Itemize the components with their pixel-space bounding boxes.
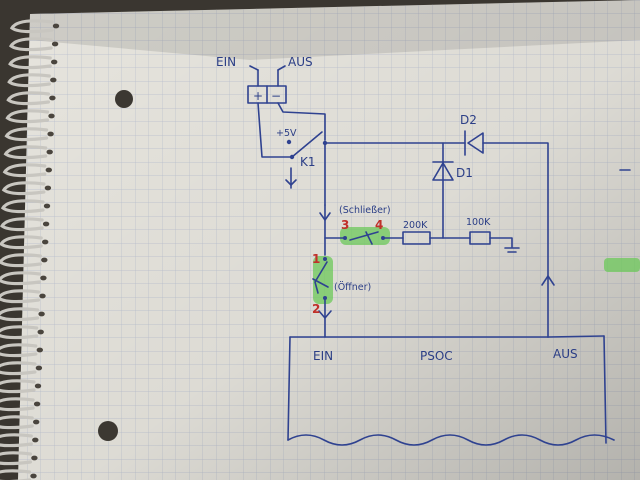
binding-hole: [38, 311, 45, 317]
label-aus-top: AUS: [288, 55, 313, 69]
binding-hole: [46, 149, 53, 155]
spiral-loop: [1, 181, 46, 196]
spiral-loop: [2, 163, 47, 178]
spiral-loop: [0, 199, 45, 214]
spiral-loop: [0, 379, 36, 394]
label-pin3: 3: [341, 218, 349, 232]
spiral-loop: [6, 91, 50, 106]
binding-hole: [40, 275, 47, 281]
spiral-loop: [0, 307, 40, 322]
label-pin2: 2: [312, 302, 320, 316]
spiral-loop: [8, 55, 52, 70]
label-d2: D2: [460, 113, 477, 127]
spiral-loop: [0, 343, 38, 358]
binding-hole: [44, 185, 52, 191]
spiral-loop: [0, 271, 41, 286]
binding-hole: [36, 347, 43, 353]
binding-hole: [52, 23, 60, 29]
binding-hole: [39, 293, 46, 299]
label-plus5v: +5V: [276, 128, 297, 139]
label-pin1: 1: [312, 252, 320, 266]
binding-hole: [48, 113, 55, 119]
spiral-loop: [0, 325, 39, 340]
spiral-loop: [0, 415, 34, 430]
spiral-loop: [0, 253, 42, 268]
binding-hole: [35, 365, 43, 371]
spiral-loop: [7, 73, 51, 88]
circuit-schematic: [247, 65, 631, 446]
spiral-loop: [0, 217, 44, 232]
binding-hole: [50, 77, 57, 83]
label-pin4: 4: [375, 218, 383, 232]
binding-hole: [33, 401, 41, 407]
spiral-loop: [5, 109, 50, 124]
binding-hole: [41, 257, 48, 263]
label-ein-top: EIN: [216, 55, 236, 69]
spiral-loop: [0, 433, 33, 448]
binding-hole: [45, 167, 52, 173]
binding-hole: [37, 329, 44, 335]
label-relay: K1: [300, 155, 316, 169]
binding-hole: [30, 473, 37, 479]
binding-hole: [31, 455, 38, 461]
binding-hole: [47, 131, 54, 137]
label-200k: 200K: [403, 220, 428, 231]
spiral-loop: [8, 37, 53, 52]
binding-hole: [49, 95, 56, 101]
label-ein-bottom: EIN: [313, 349, 333, 363]
label-aus-bottom: AUS: [553, 347, 578, 361]
spiral-loop: [0, 451, 32, 466]
label-plus: +: [253, 89, 263, 103]
schematic-labels: EIN AUS + − +5V K1 D2 D1 (Schließer) 3 4…: [216, 55, 578, 363]
binding-hole: [42, 239, 49, 245]
spiral-loop: [9, 19, 54, 34]
binding-hole: [42, 221, 50, 227]
spiral-binding: [0, 19, 60, 480]
binding-hole: [32, 437, 39, 443]
spiral-loop: [0, 469, 32, 480]
label-100k: 100K: [466, 217, 491, 228]
spiral-loop: [0, 289, 41, 304]
binding-hole: [33, 419, 40, 425]
label-psoc: PSOC: [420, 349, 453, 363]
spiral-loop: [0, 397, 35, 412]
binding-hole: [34, 383, 42, 389]
punch-holes: [98, 90, 133, 441]
spiral-loop: [3, 145, 48, 160]
label-minus: −: [271, 89, 281, 103]
spiral-loop: [0, 361, 37, 376]
label-oeffner: (Öffner): [334, 282, 371, 293]
spiral-loop: [4, 127, 49, 142]
binding-hole: [51, 41, 59, 47]
binding-hole: [43, 203, 51, 209]
binding-hole: [51, 59, 58, 65]
label-schliesser: (Schließer): [339, 205, 391, 216]
spiral-loop: [0, 235, 43, 250]
label-d1: D1: [456, 166, 473, 180]
paper-sheet: [18, 0, 640, 480]
